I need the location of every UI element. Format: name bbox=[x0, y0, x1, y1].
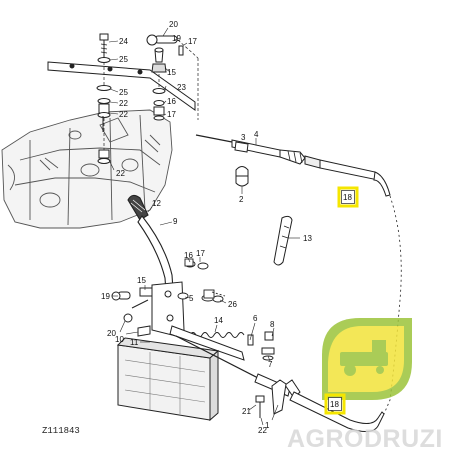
clip-2 bbox=[235, 166, 249, 187]
bolt-21 bbox=[255, 395, 265, 418]
watermark-logo: AGRODRUZI bbox=[287, 318, 443, 453]
callout-24: 24 bbox=[119, 37, 128, 46]
console-housing bbox=[116, 337, 220, 422]
callout-18-upper: 18 bbox=[343, 193, 352, 202]
figure-reference: Z111843 bbox=[42, 426, 80, 436]
lever-base bbox=[111, 281, 275, 361]
washer-stack-left bbox=[96, 85, 112, 164]
callout-22-a: 22 bbox=[119, 99, 128, 108]
callout-16-mid: 16 bbox=[184, 251, 193, 260]
cable-13 bbox=[273, 215, 293, 266]
callout-14: 14 bbox=[214, 316, 223, 325]
callout-10: 10 bbox=[115, 335, 124, 344]
callout-22-c: 22 bbox=[116, 169, 125, 178]
watermark-text: AGRODRUZI bbox=[287, 425, 443, 453]
callout-12: 12 bbox=[152, 199, 161, 208]
washer-25 bbox=[97, 57, 111, 63]
callout-17-low: 17 bbox=[196, 249, 205, 258]
callout-22-d: 22 bbox=[258, 426, 267, 435]
bolt-3 bbox=[234, 141, 249, 153]
lever-grip bbox=[127, 194, 149, 221]
transmission-housing bbox=[1, 109, 173, 229]
callout-15-low: 15 bbox=[137, 276, 146, 285]
callout-25-top: 25 bbox=[119, 55, 128, 64]
callout-19-top: 19 bbox=[172, 34, 181, 43]
callout-13: 13 bbox=[303, 234, 312, 243]
callout-18-lower: 18 bbox=[330, 400, 339, 409]
leader-lines bbox=[108, 27, 300, 426]
callout-8: 8 bbox=[270, 320, 275, 329]
callout-1: 1 bbox=[265, 421, 270, 430]
bracket-1 bbox=[271, 379, 287, 415]
cable-4 bbox=[195, 134, 391, 197]
highlight-18-lower: 18 bbox=[324, 393, 346, 415]
callout-7: 7 bbox=[268, 360, 273, 369]
pin-17-top bbox=[178, 45, 184, 56]
callout-16-top: 16 bbox=[167, 97, 176, 106]
callout-4: 4 bbox=[254, 130, 259, 139]
callout-11: 11 bbox=[130, 338, 139, 347]
callout-6: 6 bbox=[253, 314, 258, 323]
pivot-stud bbox=[151, 47, 167, 73]
callout-19-low: 19 bbox=[101, 292, 110, 301]
callout-20-top: 20 bbox=[169, 20, 178, 29]
callout-3: 3 bbox=[241, 133, 246, 142]
callout-numbers: 20 19 17 24 25 15 23 16 17 25 22 22 22 4… bbox=[101, 20, 312, 435]
callout-25-mid: 25 bbox=[119, 88, 128, 97]
washer-stack-right bbox=[152, 88, 166, 121]
callout-21: 21 bbox=[242, 407, 251, 416]
callout-2: 2 bbox=[239, 195, 244, 204]
callout-15-top: 15 bbox=[167, 68, 176, 77]
callout-17-top: 17 bbox=[188, 37, 197, 46]
callout-20-low: 20 bbox=[107, 329, 116, 338]
pin-19 bbox=[146, 34, 178, 46]
callout-23: 23 bbox=[177, 83, 186, 92]
callout-26: 26 bbox=[228, 300, 237, 309]
callout-17-mid: 17 bbox=[167, 110, 176, 119]
highlight-18-upper: 18 bbox=[337, 186, 359, 208]
hardware-cluster bbox=[177, 258, 226, 303]
callout-5: 5 bbox=[189, 294, 194, 303]
callout-22-b: 22 bbox=[119, 110, 128, 119]
mounting-bracket bbox=[47, 61, 196, 111]
bolt-24 bbox=[99, 33, 109, 58]
mounting-bracket-assembly bbox=[47, 33, 199, 164]
callout-9: 9 bbox=[173, 217, 178, 226]
